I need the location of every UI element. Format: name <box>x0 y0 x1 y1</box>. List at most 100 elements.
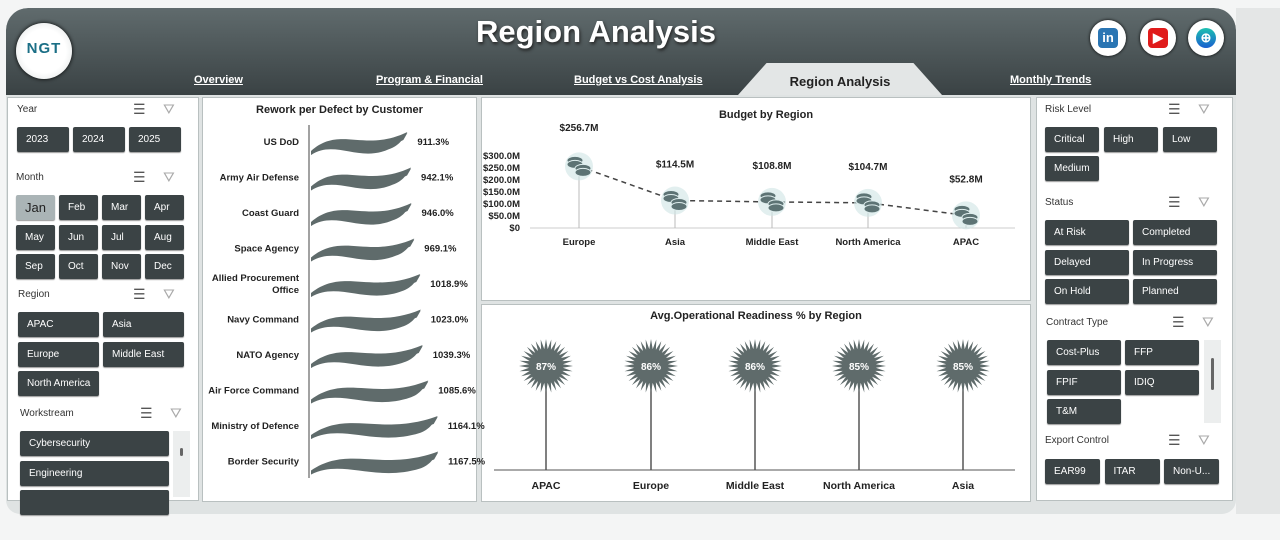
risk-option[interactable]: Medium <box>1045 156 1099 181</box>
rework-category-label: US DoD <box>264 137 300 148</box>
contract-option[interactable]: FPIF <box>1047 369 1121 395</box>
status-option[interactable]: At Risk <box>1045 220 1129 245</box>
status-option[interactable]: In Progress <box>1133 249 1217 275</box>
month-option[interactable]: May <box>16 224 55 250</box>
region-option[interactable]: Middle East <box>103 341 184 367</box>
region-option[interactable]: APAC <box>18 312 99 337</box>
contract-option[interactable]: FFP <box>1125 340 1199 365</box>
status-label: Status <box>1045 197 1074 208</box>
clear-filter-icon[interactable]: ⛛ <box>170 405 182 421</box>
contract-option[interactable]: IDIQ <box>1125 369 1199 395</box>
readiness-value-label: 85% <box>849 362 869 373</box>
export-option[interactable]: Non-U... <box>1164 459 1219 484</box>
linkedin-button[interactable]: in <box>1090 20 1126 56</box>
rework-value-label: 946.0% <box>422 208 455 219</box>
rework-category-label: Air Force Command <box>208 386 299 397</box>
rework-value-label: 1164.1% <box>448 421 486 432</box>
region-option[interactable]: Asia <box>103 312 184 337</box>
year-option[interactable]: 2023 <box>17 127 69 152</box>
month-option[interactable]: Sep <box>16 254 55 279</box>
workstream-scrollbar[interactable] <box>173 431 190 497</box>
rework-value-label: 1018.9% <box>430 279 468 290</box>
export-option[interactable]: ITAR <box>1104 459 1160 484</box>
status-option[interactable]: Completed <box>1133 220 1217 245</box>
multi-select-icon[interactable]: ☰ <box>133 169 146 185</box>
readiness-starburst <box>519 339 573 393</box>
month-option[interactable]: Jul <box>102 224 141 250</box>
month-option[interactable]: Feb <box>59 195 98 220</box>
coin-icon <box>767 203 785 213</box>
month-option[interactable]: Oct <box>59 254 98 279</box>
nav-monthly-trends[interactable]: Monthly Trends <box>1010 74 1092 86</box>
region-option[interactable]: Europe <box>18 341 99 367</box>
month-label: Month <box>16 172 44 183</box>
rework-bar-shape <box>311 274 421 297</box>
risk-option[interactable]: Low <box>1163 127 1217 152</box>
multi-select-icon[interactable]: ☰ <box>133 101 146 117</box>
rework-value-label: 942.1% <box>421 173 454 184</box>
month-option[interactable]: Jan <box>16 195 55 220</box>
status-option[interactable]: Delayed <box>1045 249 1129 275</box>
readiness-value-label: 86% <box>641 362 661 373</box>
rework-bar-shape <box>311 309 421 333</box>
workstream-option[interactable] <box>20 490 169 515</box>
multi-select-icon[interactable]: ☰ <box>133 286 146 302</box>
rework-bar-shape <box>311 451 439 475</box>
multi-select-icon[interactable]: ☰ <box>140 405 153 421</box>
readiness-value-label: 85% <box>953 362 973 373</box>
budget-category-label: Asia <box>665 237 686 248</box>
month-option[interactable]: Jun <box>59 224 98 250</box>
month-option[interactable]: Dec <box>145 254 184 279</box>
month-option[interactable]: Mar <box>102 195 141 220</box>
clear-filter-icon[interactable]: ⛛ <box>163 101 175 117</box>
status-option[interactable]: On Hold <box>1045 279 1129 304</box>
youtube-icon: ▶ <box>1148 28 1168 48</box>
year-option[interactable]: 2025 <box>129 127 181 152</box>
budget-value-label: $108.8M <box>753 161 792 172</box>
nav-program-financial[interactable]: Program & Financial <box>376 74 483 86</box>
multi-select-icon[interactable]: ☰ <box>1168 194 1181 210</box>
readiness-starburst <box>728 339 782 393</box>
contract-option[interactable]: Cost-Plus <box>1047 340 1121 365</box>
nav-region-analysis[interactable]: Region Analysis <box>738 63 942 95</box>
contract-scrollbar[interactable] <box>1204 340 1221 423</box>
website-button[interactable]: ⊕ <box>1188 20 1224 56</box>
year-label: Year <box>17 104 38 115</box>
workstream-option[interactable]: Engineering <box>20 460 169 486</box>
readiness-starburst <box>624 339 678 393</box>
youtube-button[interactable]: ▶ <box>1140 20 1176 56</box>
budget-ytick: $0 <box>509 223 520 234</box>
month-option[interactable]: Aug <box>145 224 184 250</box>
year-option[interactable]: 2024 <box>73 127 125 152</box>
rework-category-label: Border Security <box>228 457 300 468</box>
rework-category-label: Navy Command <box>227 315 299 326</box>
rework-bar-shape <box>311 345 423 368</box>
risk-option[interactable]: Critical <box>1045 127 1099 152</box>
rework-category-label: Ministry of Defence <box>211 421 299 432</box>
coin-icon <box>961 216 979 226</box>
clear-filter-icon[interactable]: ⛛ <box>1198 194 1210 210</box>
coin-icon <box>863 204 881 214</box>
multi-select-icon[interactable]: ☰ <box>1172 314 1185 330</box>
export-option[interactable]: EAR99 <box>1045 459 1100 484</box>
workstream-option[interactable]: Cybersecurity <box>20 431 169 456</box>
status-option[interactable]: Planned <box>1133 279 1217 304</box>
month-option[interactable]: Nov <box>102 254 141 279</box>
month-option[interactable]: Apr <box>145 195 184 220</box>
clear-filter-icon[interactable]: ⛛ <box>1198 432 1210 448</box>
readiness-category-label: Asia <box>952 480 974 492</box>
clear-filter-icon[interactable]: ⛛ <box>163 169 175 185</box>
rework-bar-shape <box>311 203 412 226</box>
region-option[interactable]: North America <box>18 371 99 396</box>
multi-select-icon[interactable]: ☰ <box>1168 101 1181 117</box>
clear-filter-icon[interactable]: ⛛ <box>163 286 175 302</box>
clear-filter-icon[interactable]: ⛛ <box>1198 101 1210 117</box>
risk-option[interactable]: High <box>1104 127 1158 152</box>
contract-option[interactable]: T&M <box>1047 399 1121 424</box>
nav-budget-vs-cost[interactable]: Budget vs Cost Analysis <box>574 74 703 86</box>
multi-select-icon[interactable]: ☰ <box>1168 432 1181 448</box>
clear-filter-icon[interactable]: ⛛ <box>1202 314 1214 330</box>
nav-overview[interactable]: Overview <box>194 74 243 86</box>
region-label: Region <box>18 289 50 300</box>
coin-icon <box>670 202 688 212</box>
